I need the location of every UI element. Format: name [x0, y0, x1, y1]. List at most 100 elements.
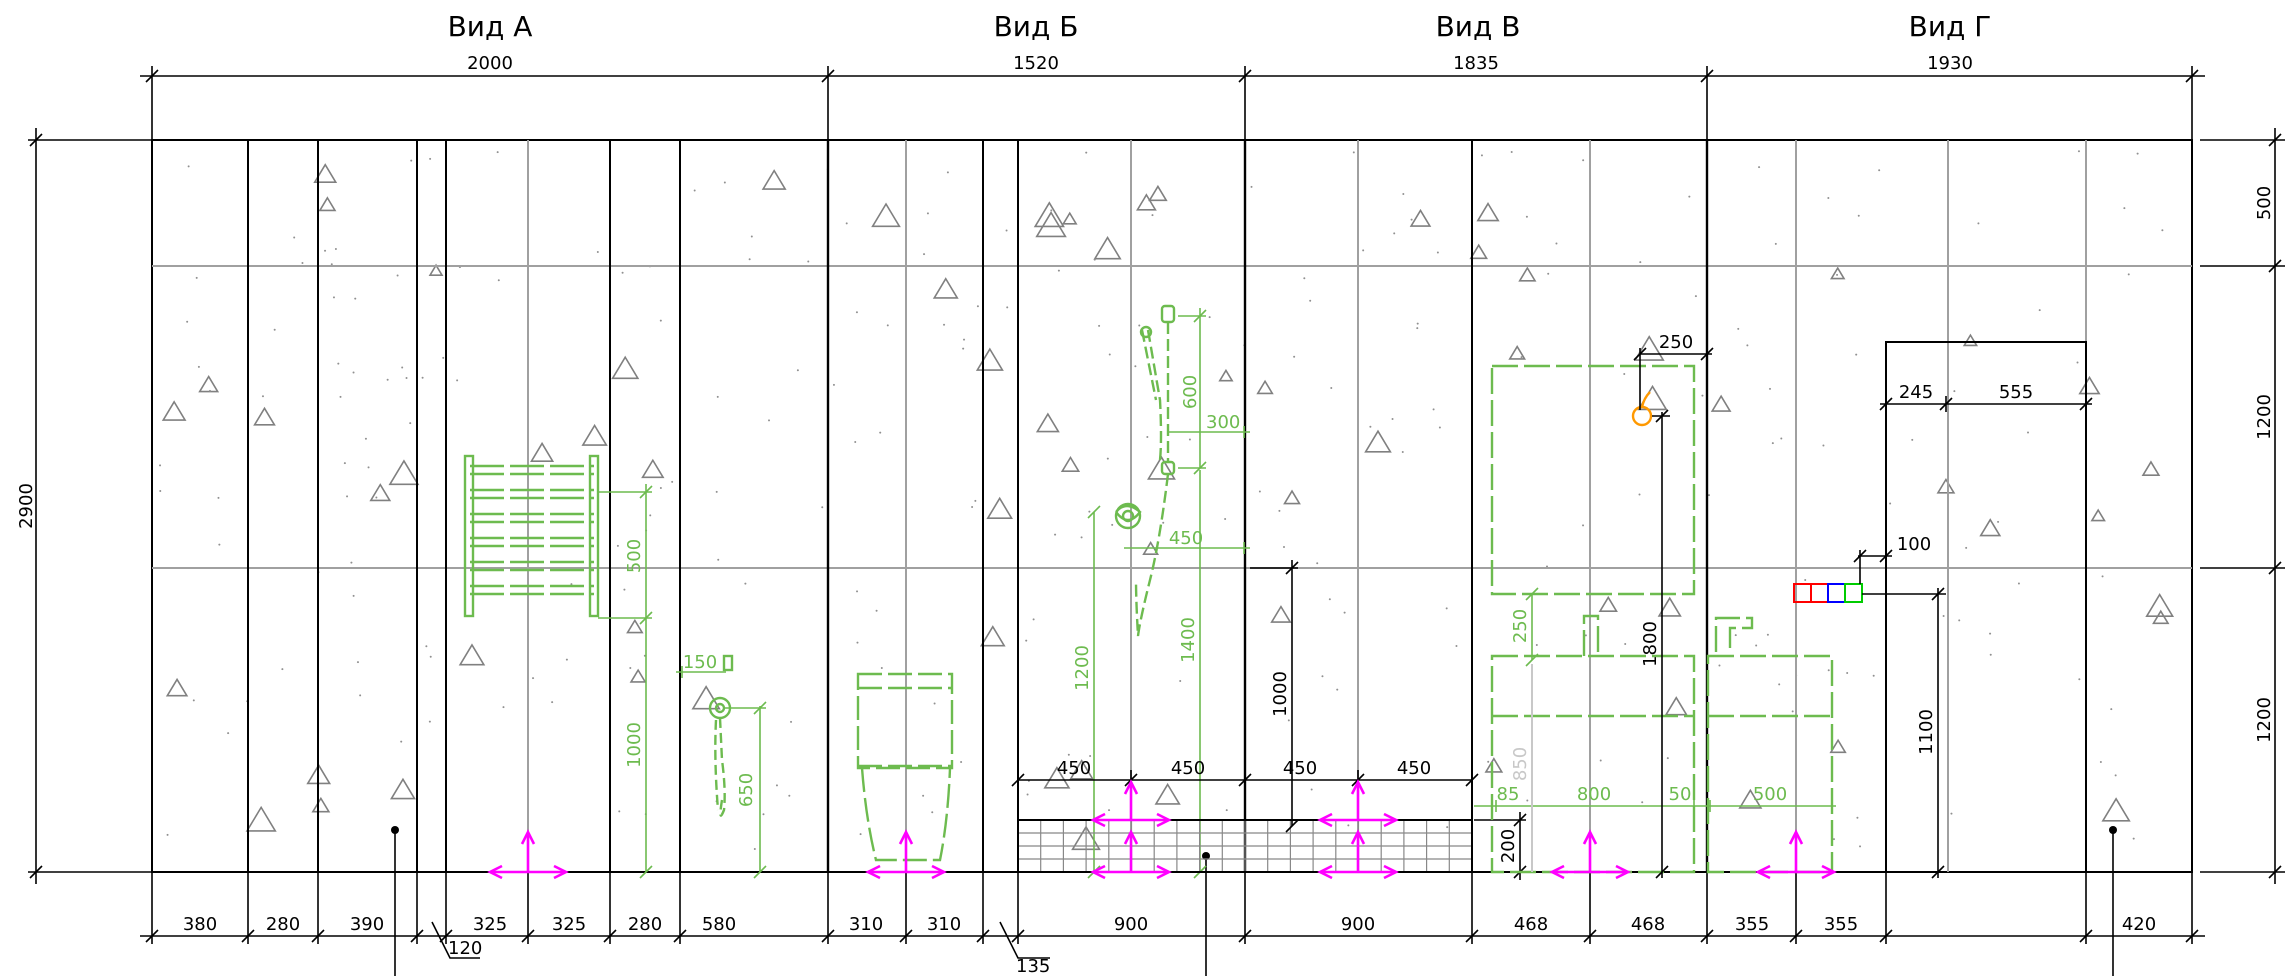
- hatch-dot: [1146, 435, 1149, 438]
- hatch-dot: [1525, 215, 1528, 218]
- hatch-triangle: [1508, 345, 1527, 360]
- hatch-dot: [971, 505, 974, 508]
- mirror-offset: 250: [1510, 609, 1531, 643]
- hatch-triangle: [1518, 266, 1537, 282]
- hatch-dot: [1942, 615, 1945, 618]
- hatch-dot: [364, 437, 367, 440]
- hatch-dot: [442, 356, 445, 359]
- hatch-dot: [1639, 261, 1642, 264]
- right-height-values: 500 1200 1200: [2254, 186, 2275, 743]
- hatch-dot: [186, 320, 189, 323]
- hatch-triangle: [1136, 193, 1157, 211]
- left-height-dimension: [28, 128, 152, 884]
- hatch-dot: [1599, 759, 1602, 762]
- bottom-dim-16: 420: [2122, 914, 2156, 935]
- hatch-dot: [1050, 209, 1053, 212]
- floor-marker: [1090, 779, 1172, 828]
- hatch-triangle: [986, 496, 1014, 519]
- hatch-dot: [1780, 437, 1783, 440]
- view-width-c: 1835: [1453, 53, 1499, 74]
- hatch-dot: [429, 157, 432, 160]
- bottom-dim-9: 310: [927, 914, 961, 935]
- hatch-triangle: [761, 169, 787, 190]
- hatch-dot: [1500, 792, 1503, 795]
- hatch-dot: [1347, 824, 1350, 827]
- hatch-dot: [1080, 536, 1083, 539]
- hatch-dot: [717, 558, 720, 561]
- hatch-dot: [1766, 633, 1769, 636]
- outlet-marker: [865, 829, 947, 880]
- hatch-triangle: [1035, 412, 1060, 433]
- hatch-dot: [790, 720, 793, 723]
- hatch-dot: [1138, 324, 1141, 327]
- hatch-dot: [532, 677, 535, 680]
- hatch-dot: [1694, 295, 1697, 298]
- leader-120: 120: [448, 938, 482, 959]
- view-width-b: 1520: [1013, 53, 1059, 74]
- hatch-dot: [1950, 812, 1953, 815]
- hatch-triangle: [311, 796, 331, 813]
- hatch-dot: [1432, 408, 1435, 411]
- hatch-dot: [748, 258, 751, 261]
- shower-offset-dim: 300: [1206, 412, 1240, 433]
- top-dimension-chain: [140, 66, 2205, 140]
- bottom-dim-8: 310: [849, 914, 883, 935]
- hatch-dot: [1771, 442, 1774, 445]
- hatch-triangle: [1061, 211, 1078, 225]
- hatch-dot: [1856, 816, 1859, 819]
- hatch-dot: [618, 810, 621, 813]
- hatch-dot: [1755, 644, 1758, 647]
- bottom-dim-14: 355: [1735, 914, 1769, 935]
- hatch-dot: [931, 811, 934, 814]
- hatch-triangle: [2152, 609, 2170, 625]
- hatch-triangle: [1043, 766, 1071, 789]
- hatch-dot: [856, 590, 859, 593]
- hatch-dot: [659, 319, 662, 322]
- hatch-dot: [1953, 390, 1956, 393]
- section-pointers: [394, 830, 2114, 976]
- hatch-dot: [886, 324, 889, 327]
- hatch-dot: [1547, 272, 1550, 275]
- bottom-dim-1: 380: [183, 914, 217, 935]
- hatch-triangle: [626, 618, 644, 634]
- hatch-triangle: [1710, 394, 1732, 412]
- hatch-dot: [1067, 753, 1070, 756]
- hatch-triangle: [1469, 243, 1488, 260]
- hatch-dot: [1054, 533, 1057, 536]
- bottom-dim-2: 280: [266, 914, 300, 935]
- hatch-dot: [976, 305, 979, 308]
- hatch-dot: [339, 395, 342, 398]
- hatch-dot: [1287, 719, 1290, 722]
- hatch-dot: [1026, 793, 1029, 796]
- hatch-dot: [1889, 502, 1892, 505]
- hatch-dot: [1282, 545, 1285, 548]
- hatch-dot: [1520, 356, 1523, 359]
- basin-height: 850: [1510, 747, 1531, 781]
- hatch-triangle: [318, 196, 337, 212]
- mixer-dims: [676, 666, 767, 879]
- view-width-a: 2000: [467, 53, 513, 74]
- hatch-dot: [1005, 229, 1008, 232]
- hatch-dot: [551, 701, 554, 704]
- hatch-dot: [1303, 277, 1306, 280]
- robe-hook: [1631, 391, 1653, 427]
- towel-rail: [463, 454, 600, 618]
- hatch-dot: [1455, 645, 1458, 648]
- hatch-dot: [1681, 796, 1684, 799]
- hatch-dot: [354, 297, 357, 300]
- hatch-dot: [2017, 582, 2020, 585]
- hatch-triangle: [932, 277, 959, 299]
- hatch-dot: [227, 732, 230, 735]
- hatch-triangle: [530, 441, 555, 462]
- hatch-dot: [1737, 327, 1740, 330]
- floor-offset-4: 450: [1397, 758, 1431, 779]
- hatch-dot: [623, 588, 626, 591]
- hatch-dot: [428, 720, 431, 723]
- outlet-marker: [487, 829, 569, 880]
- hatch-dot: [1989, 632, 1992, 635]
- socket-height: 1000: [1270, 671, 1291, 717]
- hatch-dot: [671, 480, 674, 483]
- hatch-dot: [1258, 490, 1261, 493]
- hatch-dot: [1624, 642, 1627, 645]
- right-height-1: 500: [2254, 186, 2275, 220]
